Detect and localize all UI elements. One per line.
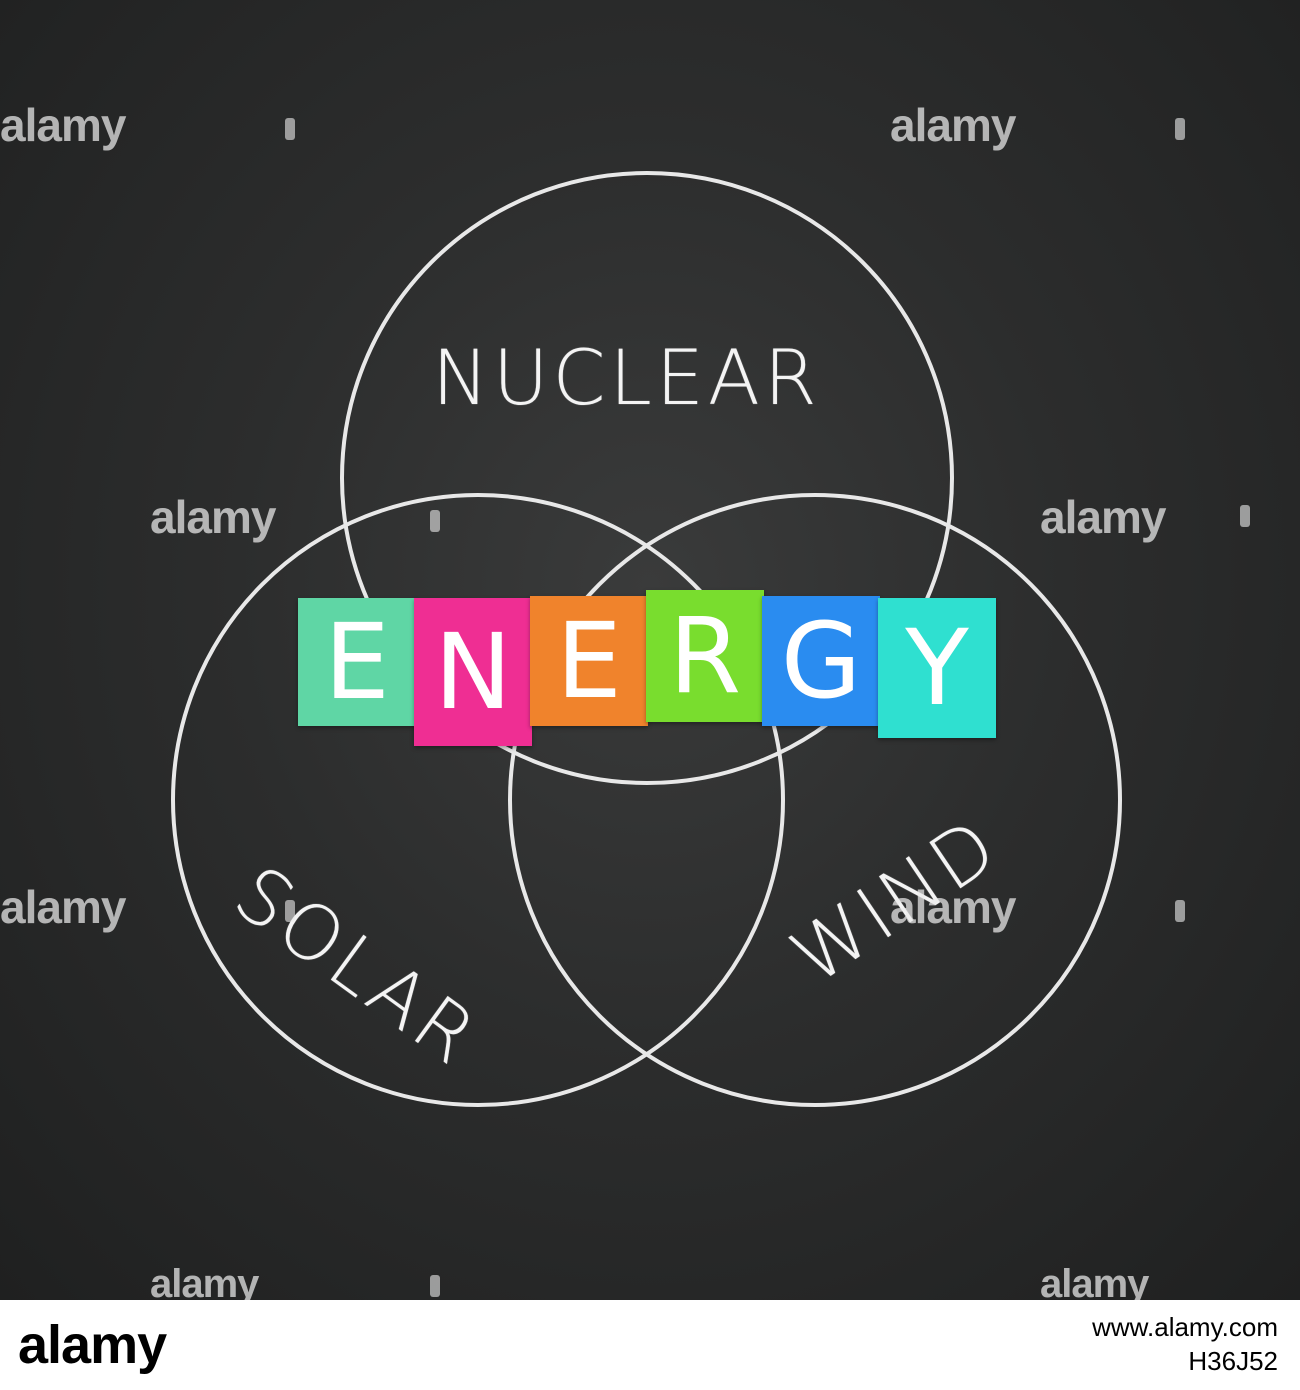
watermark-mark — [1175, 900, 1185, 922]
watermark: alamy — [1040, 491, 1166, 543]
watermark-mark — [1175, 118, 1185, 140]
footer-bar: alamy www.alamy.com H36J52 — [0, 1300, 1300, 1390]
watermark-mark — [430, 510, 440, 532]
watermark-mark — [430, 1275, 440, 1297]
watermark: alamy — [0, 881, 126, 933]
footer-logo: alamy — [18, 1315, 167, 1375]
watermark: alamy — [0, 99, 126, 151]
watermark-mark — [285, 118, 295, 140]
energy-tile-4: R — [646, 590, 764, 722]
watermark: alamy — [150, 491, 276, 543]
venn-diagram — [171, 171, 1122, 1107]
watermark: alamy — [890, 881, 1016, 933]
energy-tile-6: Y — [878, 598, 996, 738]
circle-solar — [171, 493, 785, 1107]
circle-nuclear — [340, 171, 954, 785]
circle-wind — [508, 493, 1122, 1107]
watermark: alamy — [890, 99, 1016, 151]
energy-tile-3: E — [530, 596, 648, 726]
footer-image-id: H36J52 — [1188, 1346, 1278, 1376]
watermark-mark — [285, 900, 295, 922]
energy-tile-1: E — [298, 598, 416, 726]
footer-meta: www.alamy.com H36J52 — [1092, 1310, 1278, 1378]
watermark: alamy — [1040, 1262, 1149, 1300]
watermark-mark — [1240, 505, 1250, 527]
watermark: alamy — [150, 1262, 259, 1300]
footer-url: www.alamy.com — [1092, 1312, 1278, 1342]
label-nuclear: NUCLEAR — [432, 333, 821, 422]
energy-tile-5: G — [762, 596, 880, 726]
energy-tile-2: N — [414, 598, 532, 746]
